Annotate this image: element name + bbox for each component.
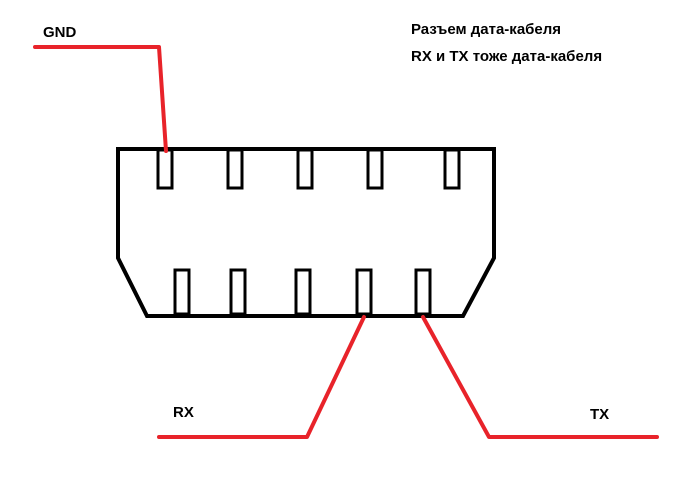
tx-wire xyxy=(421,315,659,439)
diagram-title-line1: Разъем дата-кабеля xyxy=(411,21,562,38)
bottom-pin-4 xyxy=(355,268,373,316)
top-pin-2 xyxy=(226,148,244,190)
bottom-pin-2 xyxy=(229,268,247,316)
top-pin-row xyxy=(156,148,461,190)
diagram-title-line2: RX и TX тоже дата-кабеля xyxy=(411,48,603,65)
connector-body xyxy=(116,147,496,318)
rx-wire xyxy=(157,315,366,439)
bottom-pin-1 xyxy=(173,268,191,316)
top-pin-5 xyxy=(443,148,461,190)
top-pin-3 xyxy=(296,148,314,190)
bottom-pin-3 xyxy=(294,268,312,316)
top-pin-4 xyxy=(366,148,384,190)
bottom-pin-5 xyxy=(414,268,432,316)
gnd-label: GND xyxy=(43,24,77,41)
gnd-wire xyxy=(33,45,168,153)
rx-label: RX xyxy=(173,404,194,421)
top-pin-1 xyxy=(156,148,174,190)
tx-label: TX xyxy=(590,406,610,423)
bottom-pin-row xyxy=(173,268,432,316)
